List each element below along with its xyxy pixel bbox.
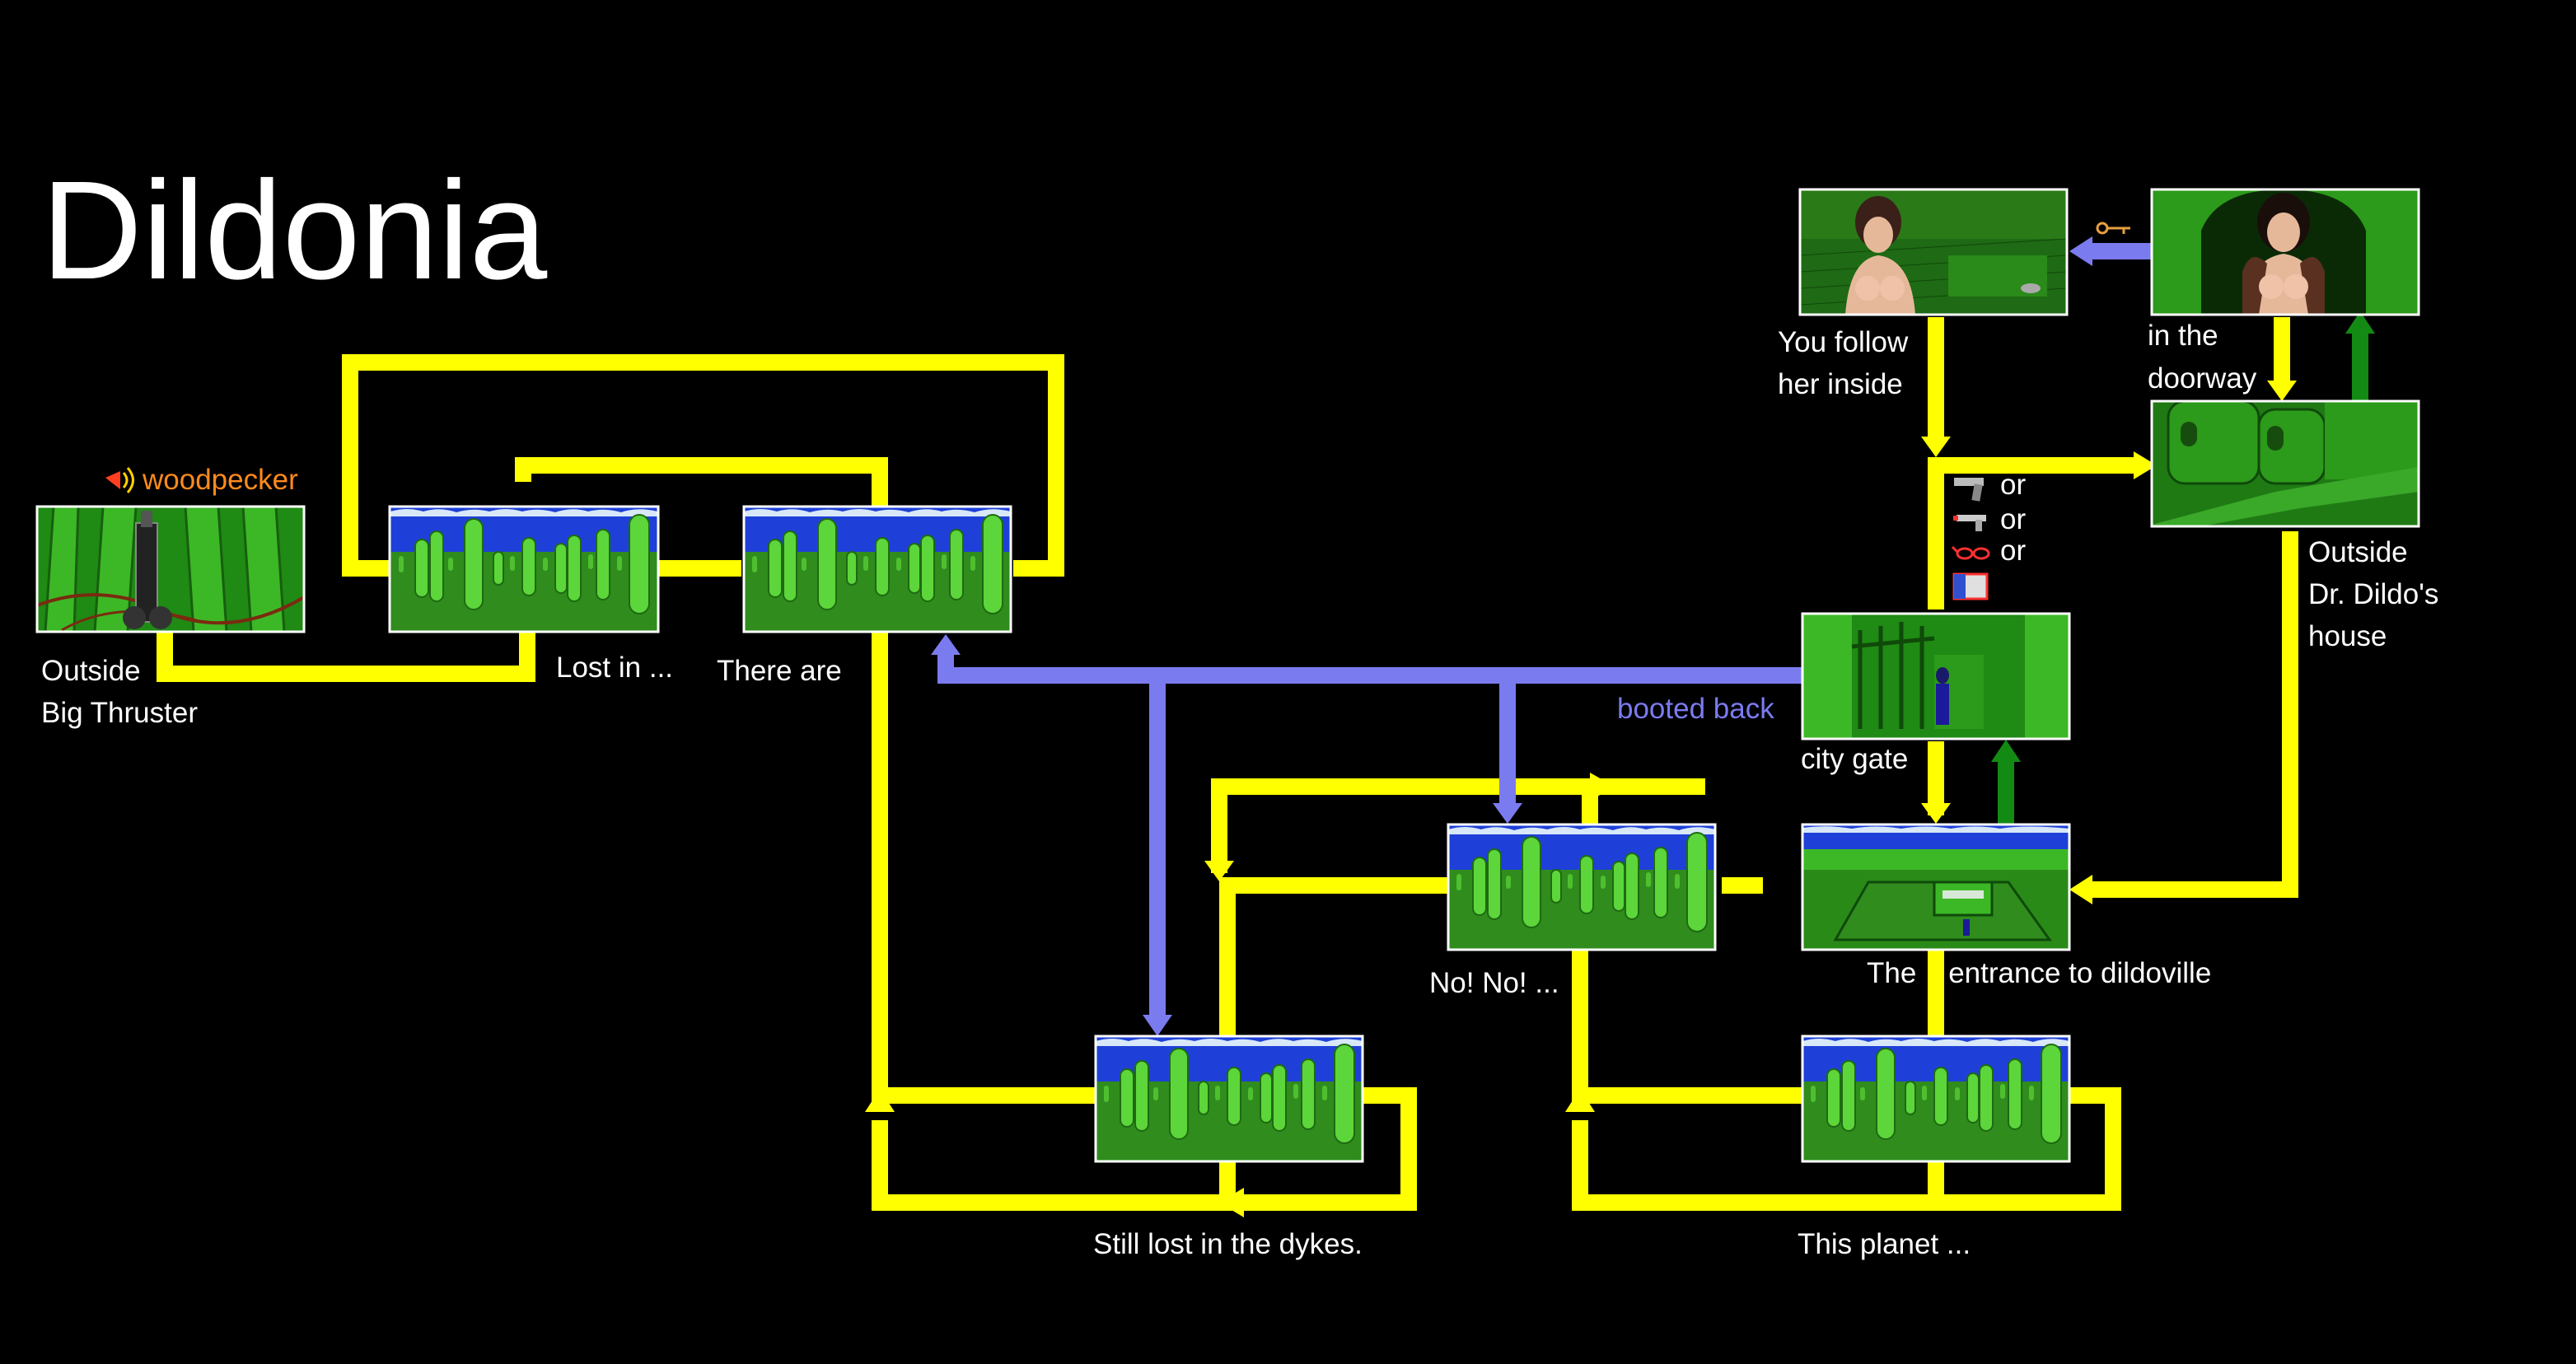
booted-back-lines [937,243,2152,1021]
scene-city-gate [1801,612,2071,740]
return-arrowheads [1991,311,2375,762]
scene-lost-in [388,505,660,633]
or-label-2: or [2000,503,2026,535]
gun-icon [1953,515,1986,531]
label-still-lost: Still lost in the dykes. [1093,1228,1363,1260]
can-icon [1952,572,1989,600]
scene-follow-inside [1798,188,2069,316]
or-label-1: or [2000,469,2026,501]
scene-there-are [742,505,1012,633]
scene-this-planet [1801,1035,2071,1163]
label-no-no: No! No! ... [1429,967,1559,999]
scene-still-lost [1094,1035,1364,1163]
label-lost-in: Lost in ... [556,652,673,684]
label-big-thruster: Outside Big Thruster [41,655,198,729]
label-follow-inside: You follow her inside [1778,326,1916,400]
pistol-icon [1954,478,1984,502]
scene-doorway [2150,188,2420,316]
or-label-3: or [2000,535,2026,567]
page-title: Dildonia [41,152,548,309]
label-there-are: There are [717,655,842,687]
woodpecker-label: woodpecker [142,464,298,496]
label-doorway: in the doorway [2148,320,2257,395]
glasses-icon [1951,545,1990,560]
woodpecker-icon [105,467,134,493]
key-icon [2096,222,2130,235]
scene-no-no [1447,823,1717,951]
booted-back-arrowheads [931,236,2092,1036]
label-this-planet: This planet ... [1798,1228,1971,1260]
label-booted-back: booted back [1617,693,1774,725]
scene-entrance [1801,823,2071,951]
label-entrance: The entrance to dildoville [1867,957,2211,989]
label-city-gate: city gate [1801,743,1908,775]
return-lines [1998,325,2368,824]
label-outside-house: Outside Dr. Dildo's house [2308,536,2447,652]
path-arrowheads [865,381,2297,1217]
scene-outside-house [2150,399,2420,528]
scene-big-thruster [35,505,306,633]
